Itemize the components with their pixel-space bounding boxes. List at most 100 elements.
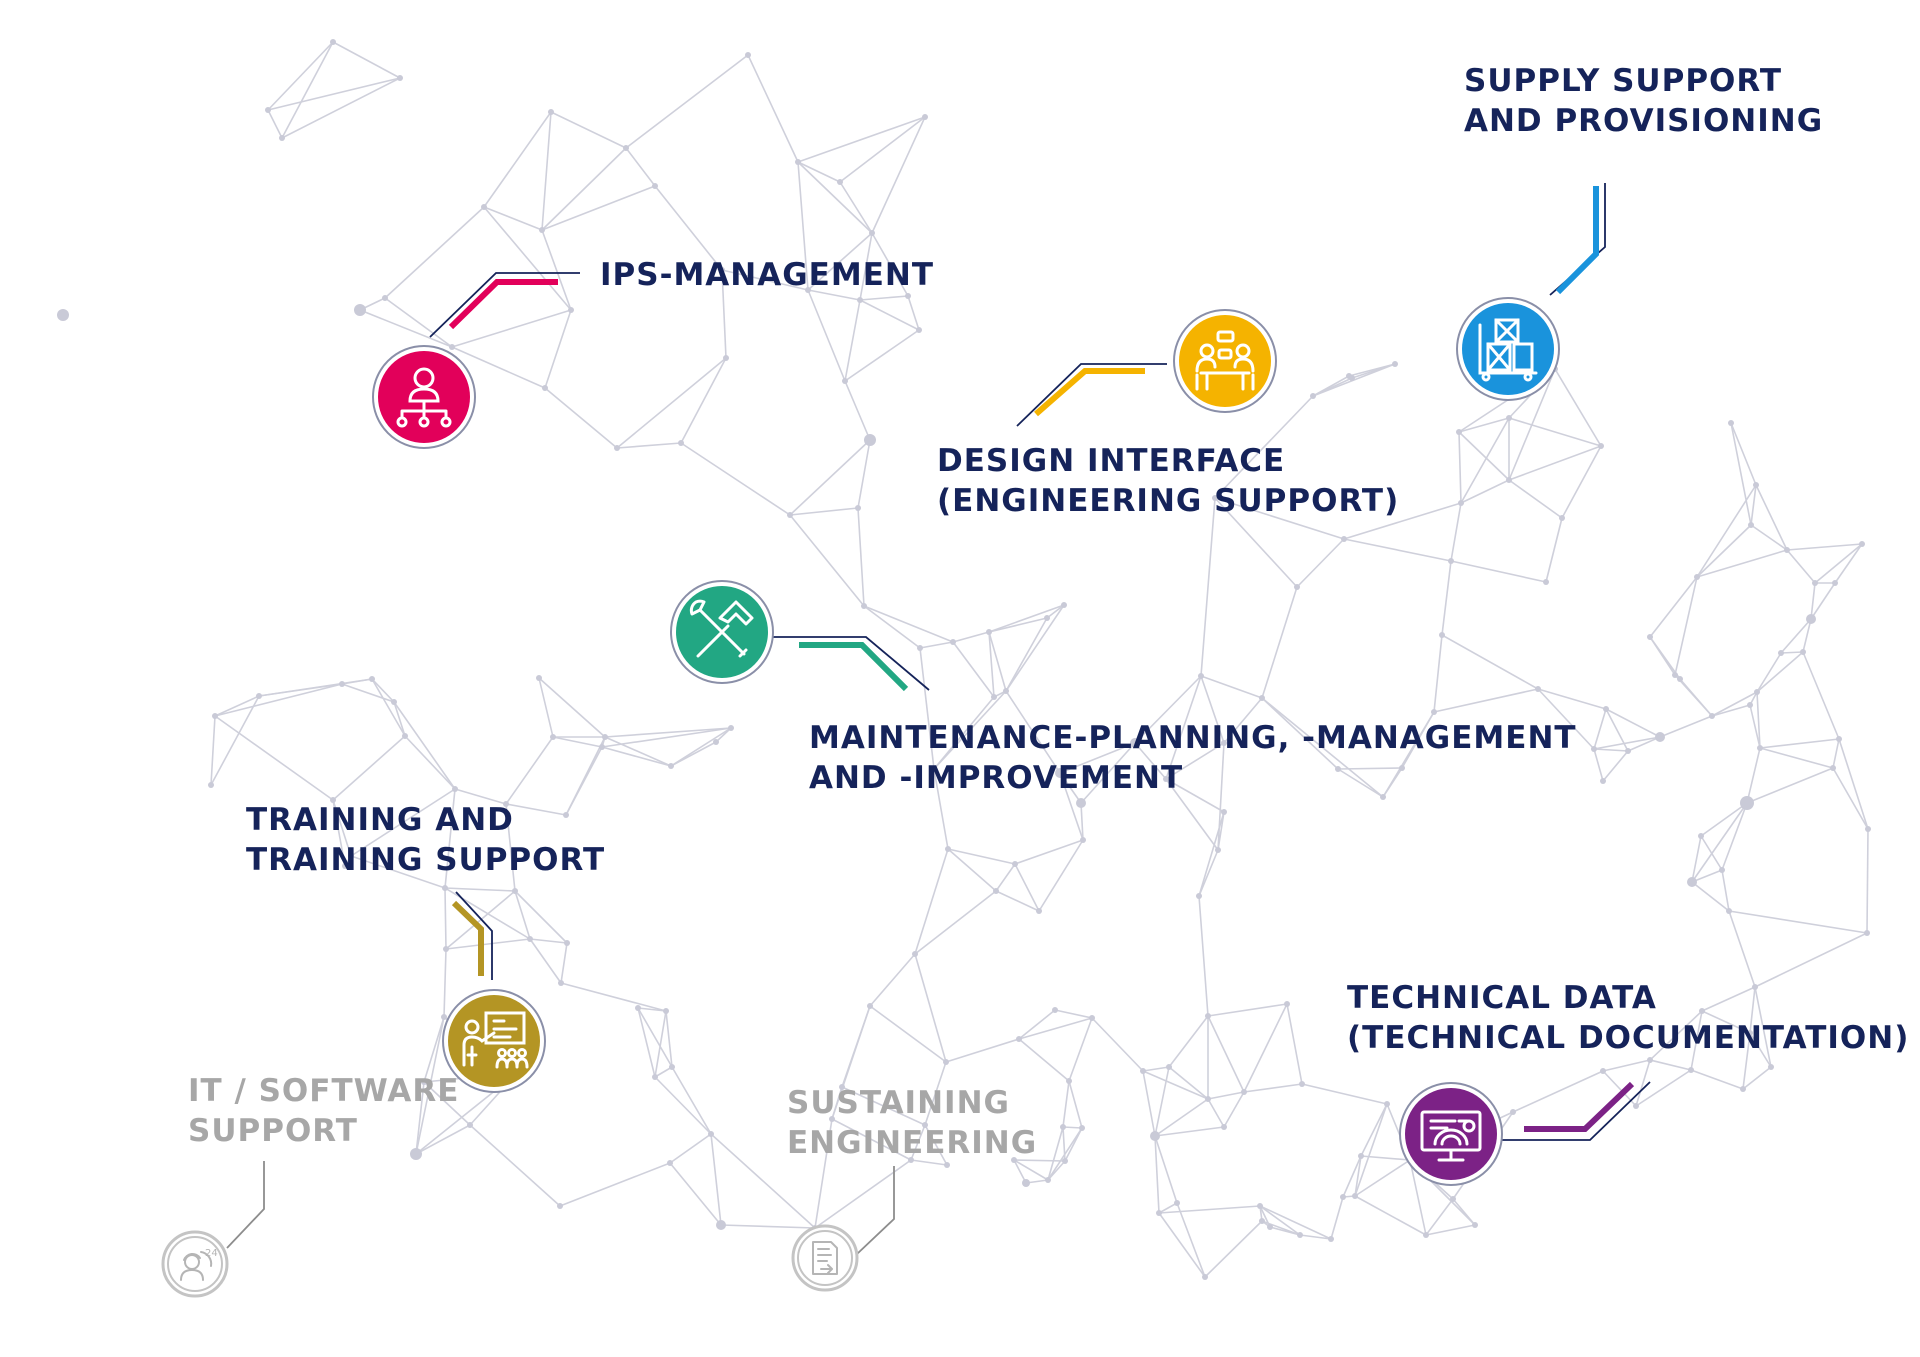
network-node	[441, 1014, 447, 1020]
network-node	[1754, 689, 1760, 695]
cargo-crates-icon	[1478, 318, 1538, 382]
network-edge	[445, 890, 516, 950]
network-node	[1510, 1109, 1516, 1115]
ips-management-icon[interactable]	[372, 345, 476, 449]
network-edge	[995, 890, 1040, 912]
network-edge	[1154, 1135, 1160, 1214]
network-edge	[1674, 576, 1698, 676]
network-edge	[933, 768, 949, 850]
network-node	[539, 227, 545, 233]
network-node	[558, 980, 564, 986]
network-edge	[1450, 560, 1547, 583]
network-edge	[1286, 1003, 1303, 1085]
network-node	[1836, 736, 1842, 742]
network-edge	[332, 41, 401, 79]
design-interface-icon[interactable]	[1173, 309, 1277, 413]
network-edge	[869, 1005, 947, 1063]
network-edge	[914, 953, 947, 1063]
network-node	[1439, 632, 1445, 638]
network-node	[1215, 847, 1221, 853]
network-edge	[1627, 736, 1661, 752]
design-interface-icon-disc	[1179, 315, 1271, 407]
network-node	[1647, 1057, 1653, 1063]
network-edge	[844, 299, 861, 382]
network-node	[1221, 740, 1227, 746]
network-edge	[1750, 484, 1757, 526]
network-edge	[670, 727, 732, 767]
network-edge	[1354, 1155, 1362, 1197]
training-accent-line	[451, 900, 484, 976]
network-edge	[1047, 1126, 1064, 1181]
network-edge	[1207, 1098, 1225, 1128]
network-node	[855, 505, 861, 511]
network-edge	[483, 206, 543, 231]
maintenance-icon[interactable]	[670, 580, 774, 684]
network-edge	[1691, 802, 1748, 883]
network-edge	[1701, 1010, 1751, 1034]
network-edge	[616, 442, 682, 449]
network-node	[1709, 713, 1715, 719]
network-node	[339, 681, 345, 687]
network-node	[602, 734, 608, 740]
label-line: AND -IMPROVEMENT	[809, 760, 1184, 796]
network-node	[1506, 415, 1512, 421]
network-edge	[1711, 704, 1751, 717]
network-edge	[1602, 750, 1629, 782]
training-icon[interactable]	[442, 989, 546, 1093]
network-edge	[1832, 738, 1840, 769]
network-edge	[1014, 839, 1084, 865]
network-edge	[1749, 704, 1761, 749]
network-edge	[1142, 1070, 1156, 1137]
network-node	[1166, 1064, 1172, 1070]
network-node	[1768, 1064, 1774, 1070]
network-node	[635, 1005, 641, 1011]
network-edge	[1158, 1212, 1206, 1278]
network-edge	[1460, 417, 1510, 504]
network-edge	[1730, 422, 1752, 526]
network-node	[342, 863, 348, 869]
technical-data-icon[interactable]	[1399, 1082, 1503, 1186]
network-edge	[1013, 1159, 1049, 1181]
network-edge	[1458, 431, 1510, 481]
network-node	[512, 888, 518, 894]
network-node	[1699, 1008, 1705, 1014]
network-node	[944, 1162, 950, 1168]
network-node	[265, 107, 271, 113]
network-edge	[871, 116, 926, 234]
network-edge	[483, 111, 552, 208]
label-line: (ENGINEERING SUPPORT)	[937, 483, 1400, 519]
network-node	[623, 145, 629, 151]
network-edge	[552, 736, 603, 748]
network-edge	[988, 604, 1065, 633]
network-edge	[423, 1016, 445, 1083]
network-edge	[281, 77, 401, 139]
supply-support-icon[interactable]	[1456, 297, 1560, 401]
network-edge	[1742, 1032, 1751, 1090]
network-edge	[1158, 1202, 1178, 1214]
network-node	[1022, 1179, 1030, 1187]
network-node	[1747, 1030, 1753, 1036]
network-node	[1778, 650, 1784, 656]
network-edge	[1259, 1205, 1332, 1240]
network-node	[1259, 695, 1265, 701]
network-edge	[914, 848, 949, 955]
network-edge	[1330, 1196, 1344, 1240]
network-edge	[1154, 1126, 1225, 1137]
network-node	[663, 1008, 669, 1014]
network-edge	[541, 185, 656, 231]
network-node	[1859, 541, 1865, 547]
network-node	[795, 159, 801, 165]
network-edge	[451, 309, 572, 348]
sustaining-engineering-icon[interactable]	[791, 1224, 859, 1292]
it-software-icon[interactable]: 24	[161, 1230, 229, 1298]
label-line: SUSTAINING	[787, 1085, 1010, 1121]
network-edge	[1756, 651, 1804, 693]
label-design-interface: DESIGN INTERFACE (ENGINEERING SUPPORT)	[937, 441, 1399, 521]
network-edge	[1158, 1205, 1261, 1214]
label-line: IT / SOFTWARE	[188, 1073, 460, 1109]
network-node	[1221, 809, 1227, 815]
network-edge	[789, 514, 865, 607]
network-node	[931, 766, 937, 772]
network-node	[557, 1203, 563, 1209]
